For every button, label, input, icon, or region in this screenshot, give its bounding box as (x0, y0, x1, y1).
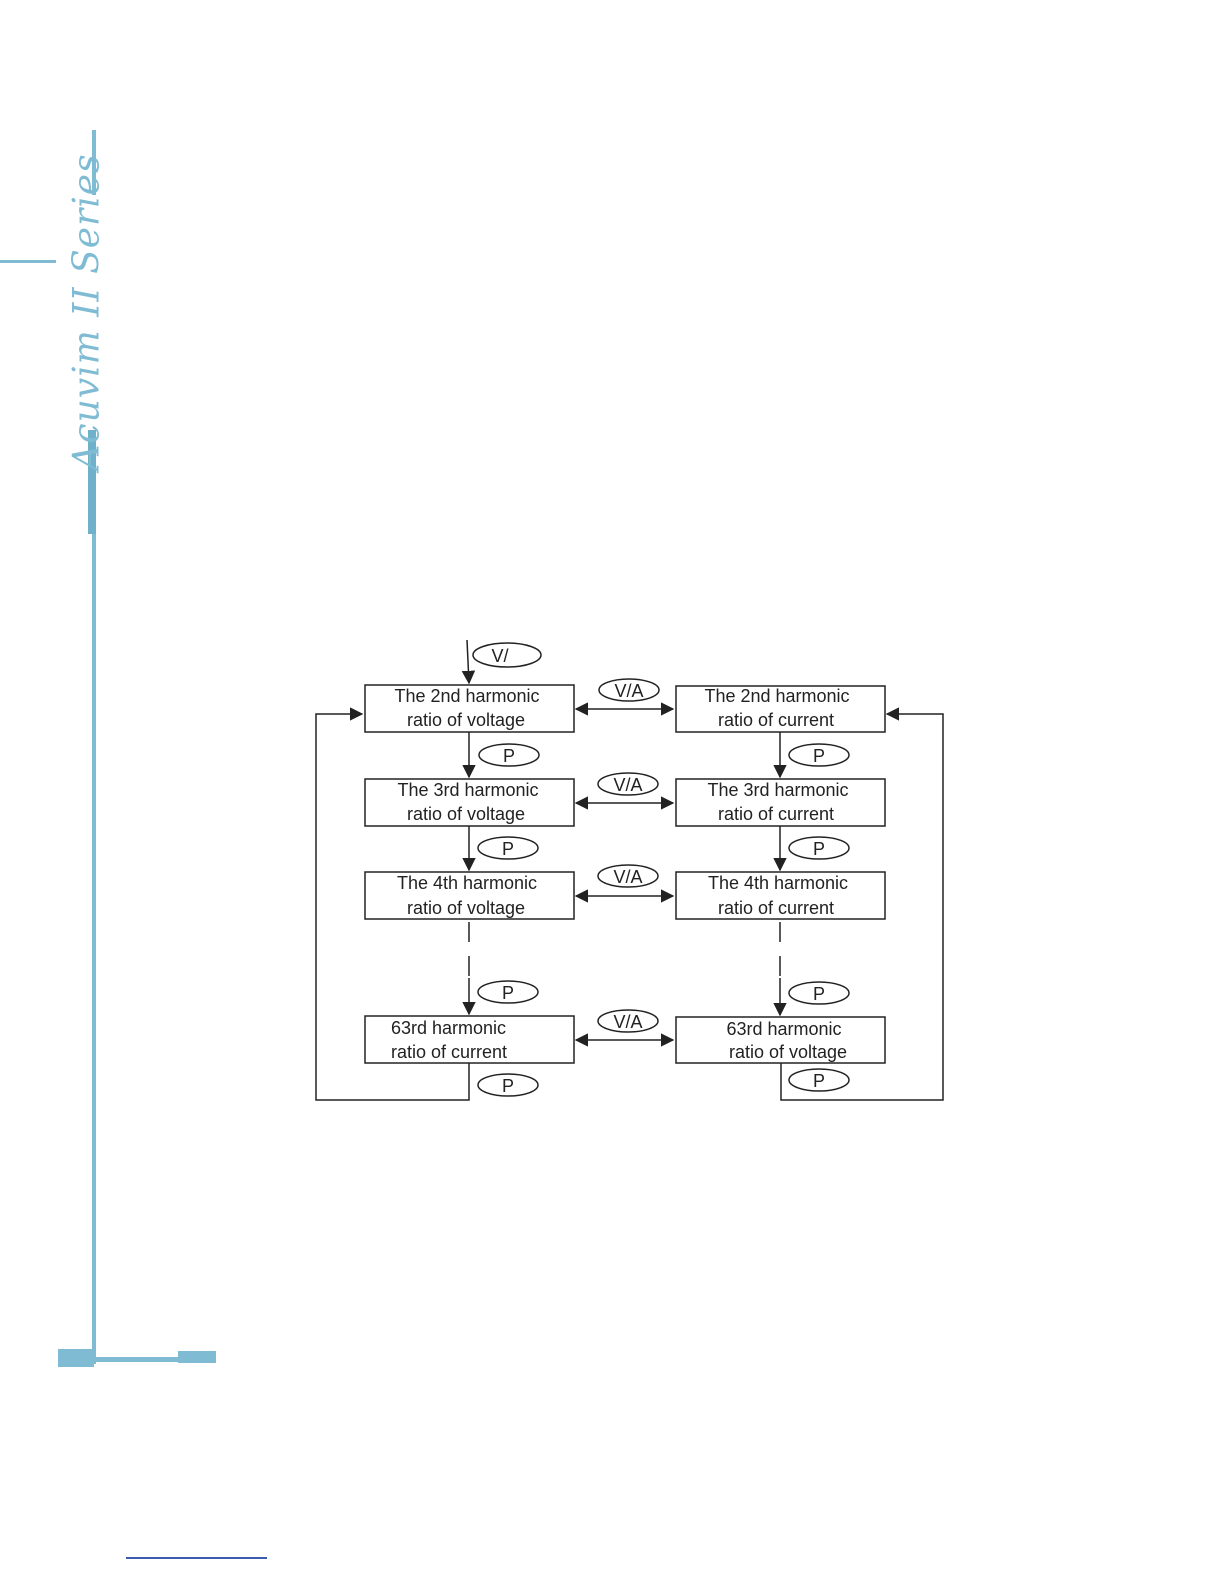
entry-arrow (461, 639, 476, 685)
key-switch-oval-4: V/A (597, 1009, 659, 1033)
accent-block-left (58, 1349, 94, 1367)
key-next-label-l1: P (503, 746, 515, 766)
left-box-4-line1: 63rd harmonic (391, 1018, 506, 1038)
key-switch-label-4: V/A (613, 1012, 642, 1032)
right-box-2-line1: The 3rd harmonic (707, 780, 848, 800)
right-box-2-line2: ratio of current (718, 804, 834, 824)
right-box-1-line1: The 2nd harmonic (704, 686, 849, 706)
key-switch-label-1: V/A (614, 681, 643, 701)
key-switch-oval-2: V/A (597, 772, 659, 796)
footer-rule (126, 1557, 267, 1559)
key-next-oval-l4: P (477, 1073, 539, 1097)
right-box-4-line1: 63rd harmonic (726, 1019, 841, 1039)
right-box-4-line2: ratio of voltage (729, 1042, 847, 1062)
right-box-1-line2: ratio of current (718, 710, 834, 730)
key-next-label-r3: P (813, 984, 825, 1004)
key-next-oval-r1: P (788, 743, 850, 767)
key-entry-oval: V/ (472, 642, 542, 668)
key-next-oval-r4: P (788, 1068, 850, 1092)
key-switch-oval-3: V/A (597, 864, 659, 888)
key-switch-label-2: V/A (613, 775, 642, 795)
key-next-oval-r3: P (788, 981, 850, 1005)
key-next-label-l3: P (502, 983, 514, 1003)
left-box-4-line2: ratio of current (391, 1042, 507, 1062)
accent-line-bottom (94, 1357, 178, 1362)
left-box-2-line1: The 3rd harmonic (397, 780, 538, 800)
key-next-label-r2: P (813, 839, 825, 859)
accent-line-vertical (92, 534, 96, 1364)
right-box-4: 63rd harmonic ratio of voltage (675, 1016, 886, 1064)
accent-bar-thick (88, 430, 96, 534)
accent-block-right (178, 1351, 216, 1363)
key-next-label-l2: P (502, 839, 514, 859)
key-next-oval-l3: P (477, 980, 539, 1004)
key-next-oval-r2: P (788, 836, 850, 860)
key-next-label-r1: P (813, 746, 825, 766)
left-box-1: The 2nd harmonic ratio of voltage (364, 684, 575, 733)
key-switch-label-3: V/A (613, 867, 642, 887)
left-loop-line (315, 707, 470, 1101)
key-next-label-r4: P (813, 1071, 825, 1091)
key-next-oval-l1: P (478, 743, 540, 767)
accent-line-short (0, 260, 56, 263)
left-box-4: 63rd harmonic ratio of current (364, 1015, 575, 1064)
accent-line-top (92, 130, 96, 195)
left-box-3-line1: The 4th harmonic (397, 873, 537, 893)
left-box-2-line2: ratio of voltage (407, 804, 525, 824)
left-box-1-line2: ratio of voltage (407, 710, 525, 730)
right-box-1: The 2nd harmonic ratio of current (675, 685, 886, 733)
left-box-2: The 3rd harmonic ratio of voltage (364, 778, 575, 827)
left-box-3: The 4th harmonic ratio of voltage (364, 871, 575, 920)
left-box-3-line2: ratio of voltage (407, 898, 525, 918)
right-box-2: The 3rd harmonic ratio of current (675, 778, 886, 827)
key-entry-label: V/ (491, 646, 508, 666)
key-next-oval-l2: P (477, 836, 539, 860)
left-box-1-line1: The 2nd harmonic (394, 686, 539, 706)
right-box-3-line2: ratio of current (718, 898, 834, 918)
key-next-label-l4: P (502, 1076, 514, 1096)
right-loop-line (780, 707, 944, 1101)
right-box-3-line1: The 4th harmonic (708, 873, 848, 893)
key-switch-oval-1: V/A (598, 678, 660, 702)
right-box-3: The 4th harmonic ratio of current (675, 871, 886, 920)
